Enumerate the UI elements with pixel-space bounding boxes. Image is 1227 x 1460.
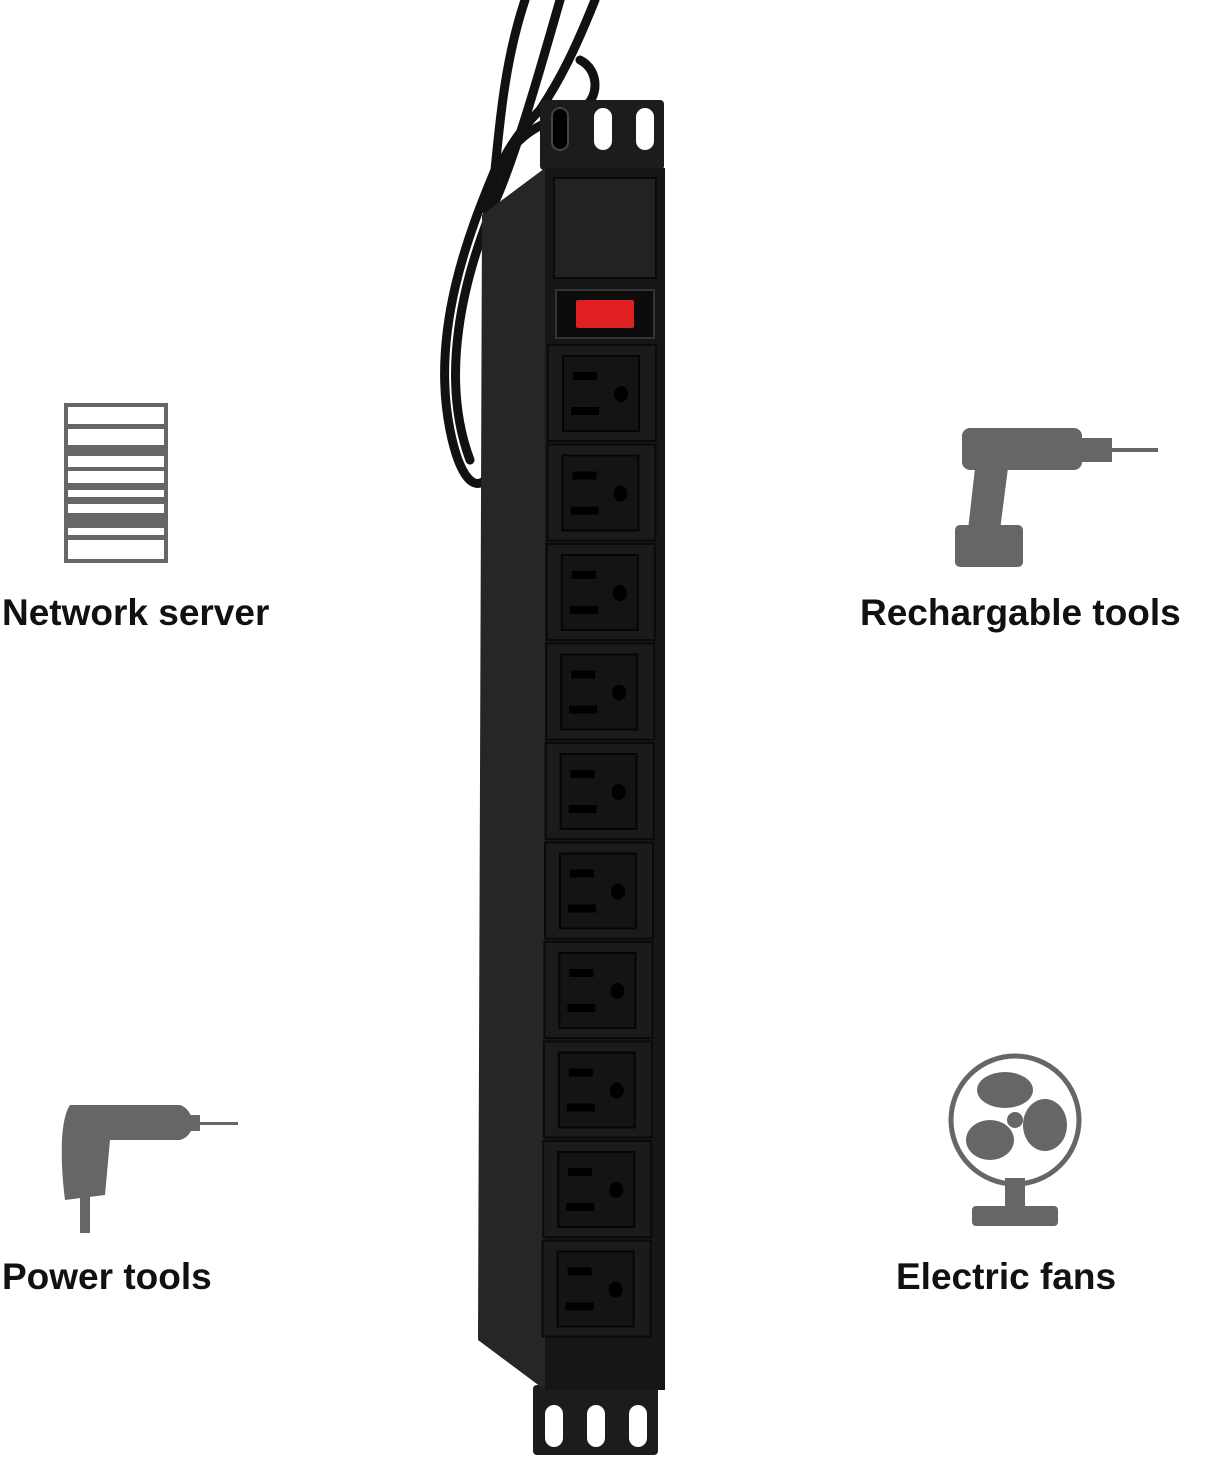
outlet — [547, 344, 657, 442]
cordless-drill-icon — [955, 428, 1158, 567]
outlet — [543, 941, 654, 1039]
strip-side-panel — [478, 168, 545, 1390]
bottom-mounting-bracket — [533, 1385, 658, 1455]
label-power-tools: Power tools — [2, 1256, 212, 1297]
electric-fan-icon — [948, 1053, 1082, 1226]
outlet — [542, 1040, 653, 1139]
top-mounting-bracket — [540, 100, 664, 170]
outlet — [542, 1140, 653, 1238]
outlet — [545, 642, 656, 741]
label-network-server: Network server — [2, 592, 270, 633]
outlet — [545, 543, 656, 641]
blank-cover-plate — [553, 177, 657, 279]
outlet — [541, 1239, 652, 1338]
outlet — [546, 443, 657, 542]
outlet-group — [541, 344, 657, 1338]
outlet — [544, 742, 655, 840]
label-electric-fans: Electric fans — [896, 1256, 1117, 1297]
power-drill-icon — [61, 1105, 238, 1233]
power-switch[interactable] — [555, 289, 655, 339]
label-rechargable-tools: Rechargable tools — [860, 592, 1181, 633]
power-cord — [440, 0, 600, 488]
outlet — [544, 841, 654, 940]
server-rack-icon — [64, 403, 168, 563]
